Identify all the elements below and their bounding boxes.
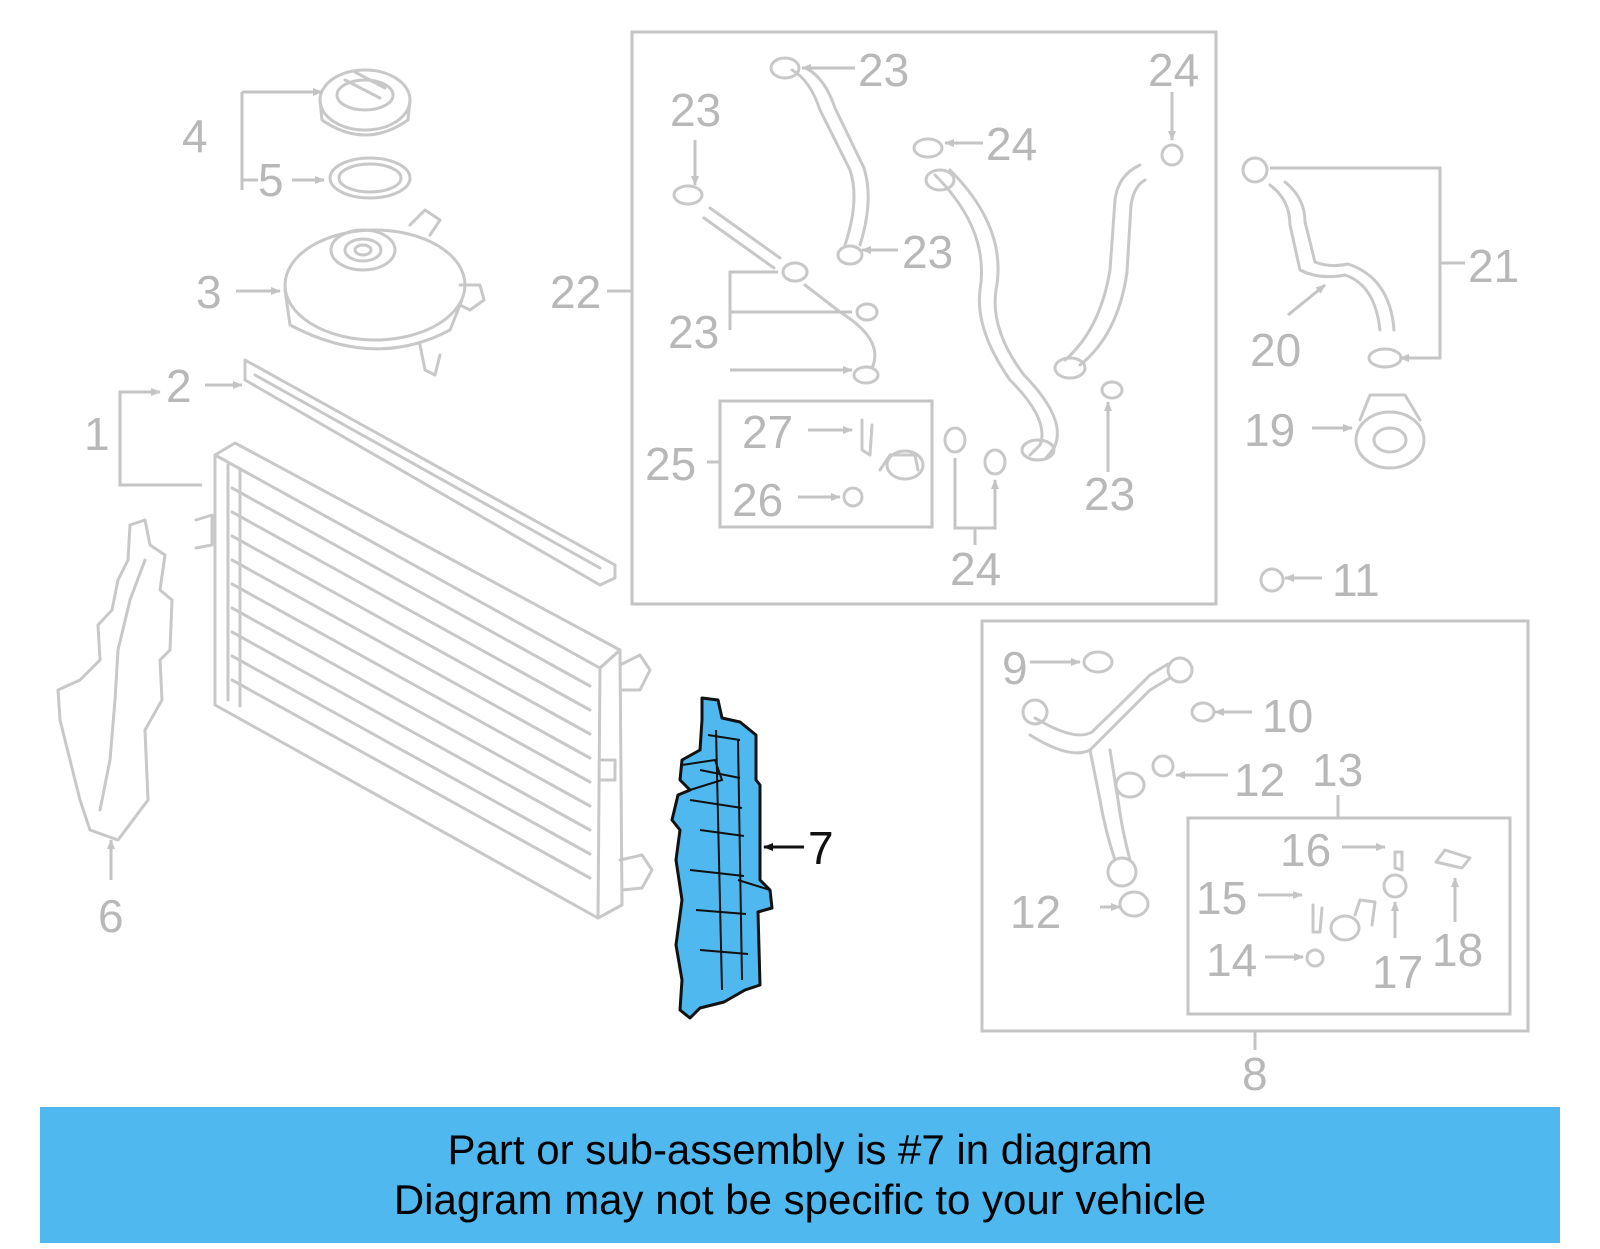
- callout-23d: 23: [668, 306, 719, 358]
- callout-24c: 24: [950, 543, 1001, 595]
- leader-line-1: [118, 392, 202, 487]
- callout-25: 25: [645, 438, 696, 490]
- banner-line-1: Part or sub-assembly is #7 in diagram: [447, 1126, 1153, 1173]
- callout-11: 11: [1332, 554, 1380, 606]
- callout-22: 22: [550, 266, 601, 318]
- callout-9: 9: [1002, 642, 1028, 694]
- callout-19: 19: [1244, 404, 1295, 456]
- air-guide-part-7: [670, 696, 774, 1020]
- coolant-reservoir-part: [283, 208, 486, 377]
- callout-10: 10: [1262, 690, 1313, 742]
- callout-21: 21: [1468, 240, 1519, 292]
- sub-kit-box: [1186, 816, 1512, 1016]
- callout-2: 2: [166, 360, 192, 412]
- cap-seal-part: [328, 156, 412, 200]
- callout-5: 5: [258, 154, 284, 206]
- reservoir-cap-part: [318, 68, 412, 137]
- callout-3: 3: [196, 266, 222, 318]
- parts-diagram: 4 5 3 2 1 6 7 22 23 23 23 23 23 24 24 24…: [56, 30, 1530, 1100]
- callout-7: 7: [808, 822, 834, 874]
- leader-line-23d: [728, 270, 852, 370]
- callout-17: 17: [1372, 946, 1423, 998]
- hose-kit-box: [630, 30, 1218, 606]
- sensor-group-25: [842, 418, 925, 508]
- callout-13: 13: [1312, 744, 1363, 796]
- info-banner: Part or sub-assembly is #7 in diagram Di…: [40, 1107, 1560, 1243]
- callout-14: 14: [1206, 934, 1257, 986]
- callout-24b: 24: [1148, 44, 1199, 96]
- hose-group-22: [672, 56, 1184, 476]
- sensor-kit-box: [718, 399, 934, 529]
- callout-26: 26: [732, 474, 783, 526]
- callout-4: 4: [182, 110, 208, 162]
- callout-15: 15: [1196, 872, 1247, 924]
- callout-18: 18: [1432, 924, 1483, 976]
- callout-23b: 23: [670, 84, 721, 136]
- upper-mount-part: [243, 358, 617, 587]
- callout-12b: 12: [1010, 886, 1061, 938]
- callout-27: 27: [742, 406, 793, 458]
- callout-16: 16: [1280, 824, 1331, 876]
- callout-6: 6: [98, 890, 124, 942]
- radiator-part: [194, 441, 654, 920]
- banner-line-2: Diagram may not be specific to your vehi…: [393, 1176, 1207, 1223]
- pump-group: [1241, 156, 1426, 593]
- callout-1: 1: [84, 408, 110, 460]
- coolant-pipe-group-8: [1021, 650, 1472, 968]
- callout-12a: 12: [1234, 754, 1285, 806]
- callout-8: 8: [1242, 1048, 1268, 1100]
- callout-20: 20: [1250, 324, 1301, 376]
- callout-24a: 24: [986, 118, 1037, 170]
- callout-23e: 23: [1084, 468, 1135, 520]
- callout-23a: 23: [858, 44, 909, 96]
- left-air-guide-part: [56, 518, 174, 842]
- leader-line-21: [1270, 166, 1465, 358]
- leader-line-4: [240, 92, 322, 190]
- leader-line-20: [1287, 283, 1326, 317]
- callout-23c: 23: [902, 226, 953, 278]
- leader-line-24c: [953, 458, 995, 545]
